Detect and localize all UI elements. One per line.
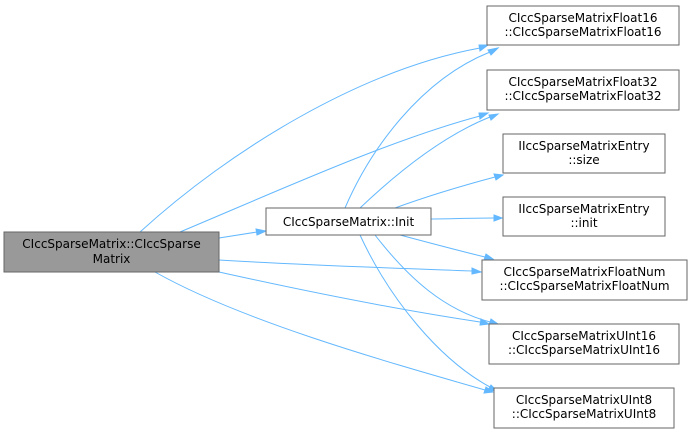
node-float32-line-2: ::CIccSparseMatrixFloat32 xyxy=(504,89,661,103)
edge-init-to-float16 xyxy=(344,51,491,209)
node-float16-line-2: ::CIccSparseMatrixFloat16 xyxy=(504,25,661,39)
edge-layer xyxy=(139,44,505,394)
node-root-line-2: Matrix xyxy=(93,252,131,266)
node-uint16-line-2: ::CIccSparseMatrixUInt16 xyxy=(508,343,660,357)
node-floatnum-line-1: CIccSparseMatrixFloatNum xyxy=(504,265,666,279)
edge-init-to-entry-size xyxy=(394,176,496,209)
node-root[interactable]: CIccSparseMatrix::CIccSparse Matrix xyxy=(3,231,220,273)
node-float32[interactable]: CIccSparseMatrixFloat32 ::CIccSparseMatr… xyxy=(486,69,680,111)
node-floatnum-line-2: ::CIccSparseMatrixFloatNum xyxy=(499,279,669,293)
edge-root-to-float16 xyxy=(139,47,481,233)
edge-init-to-entry-init xyxy=(430,217,495,220)
edge-init-to-uint8 xyxy=(359,234,491,388)
node-entry-init[interactable]: IIccSparseMatrixEntry ::init xyxy=(502,196,666,237)
edge-root-to-floatnum-arrowhead xyxy=(471,267,483,275)
edge-init-to-entry-init-arrowhead xyxy=(493,214,504,222)
node-root-line-1: CIccSparseMatrix::CIccSparse xyxy=(22,237,200,251)
edge-root-to-init-arrowhead xyxy=(255,228,268,236)
node-layer: CIccSparseMatrix::CIccSparse Matrix CIcc… xyxy=(3,5,688,429)
edge-init-to-float32-arrowhead xyxy=(488,113,500,121)
node-uint8[interactable]: CIccSparseMatrixUInt8 ::CIccSparseMatrix… xyxy=(493,387,675,429)
node-float16-line-1: CIccSparseMatrixFloat16 xyxy=(509,11,658,25)
node-float16[interactable]: CIccSparseMatrixFloat16 ::CIccSparseMatr… xyxy=(486,5,680,46)
edge-init-to-uint16 xyxy=(374,234,491,323)
node-entry-size-line-1: IIccSparseMatrixEntry xyxy=(518,139,649,153)
node-entry-size[interactable]: IIccSparseMatrixEntry ::size xyxy=(502,133,666,174)
node-uint8-line-2: ::CIccSparseMatrixUInt8 xyxy=(512,407,656,421)
edge-root-to-float16-arrowhead xyxy=(478,44,490,52)
edge-root-to-init xyxy=(218,231,258,239)
edge-root-to-float32-arrowhead xyxy=(478,112,490,120)
node-init[interactable]: CIccSparseMatrix::Init xyxy=(265,207,432,236)
node-entry-init-line-2: ::init xyxy=(570,216,597,230)
edge-init-to-float32 xyxy=(359,116,491,209)
edge-init-to-entry-size-arrowhead xyxy=(493,173,505,181)
node-float32-line-1: CIccSparseMatrixFloat32 xyxy=(509,75,658,89)
edge-init-to-floatnum-arrowhead xyxy=(483,253,495,261)
node-init-label: CIccSparseMatrix::Init xyxy=(283,215,415,229)
node-uint16[interactable]: CIccSparseMatrixUInt16 ::CIccSparseMatri… xyxy=(488,323,680,365)
edge-root-to-uint8 xyxy=(154,271,486,391)
edge-root-to-floatnum xyxy=(218,259,473,272)
node-uint8-line-1: CIccSparseMatrixUInt8 xyxy=(516,393,652,407)
edge-init-to-floatnum xyxy=(399,234,486,258)
node-uint16-line-1: CIccSparseMatrixUInt16 xyxy=(512,329,656,343)
edge-init-to-float16-arrowhead xyxy=(487,47,500,56)
node-floatnum[interactable]: CIccSparseMatrixFloatNum ::CIccSparseMat… xyxy=(481,259,688,301)
edge-root-to-uint16 xyxy=(218,271,481,323)
node-entry-size-line-2: ::size xyxy=(568,153,599,167)
edge-root-to-float32 xyxy=(179,115,481,233)
node-entry-init-line-1: IIccSparseMatrixEntry xyxy=(518,202,649,216)
edge-root-to-uint16-arrowhead xyxy=(479,318,491,326)
